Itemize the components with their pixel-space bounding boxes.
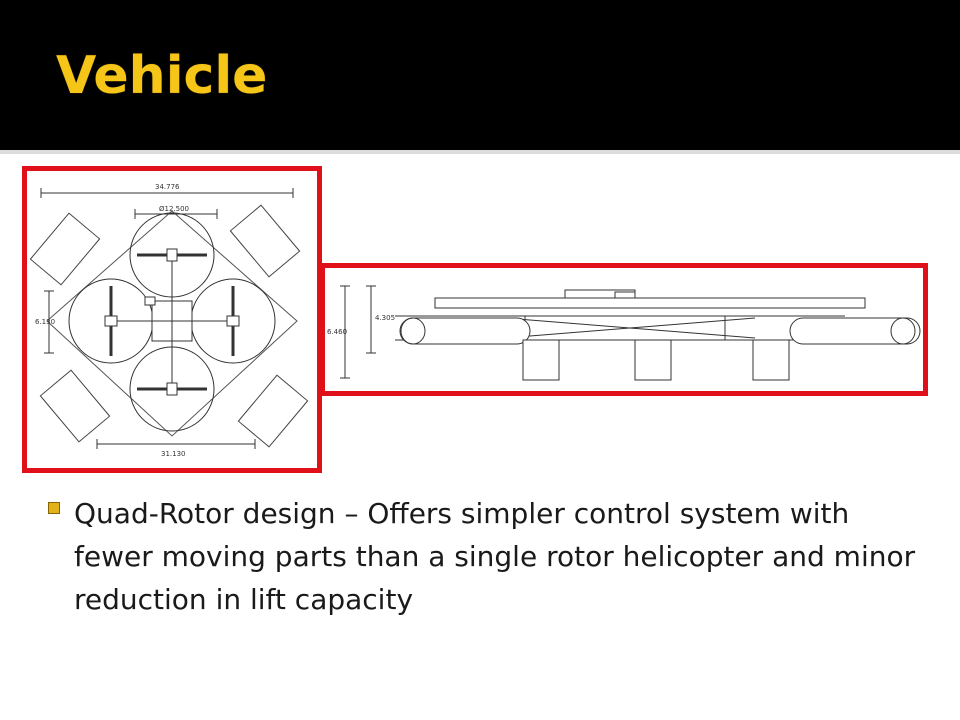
bullet-text: Quad-Rotor design – Offers simpler contr… [74, 497, 916, 616]
title-band: Vehicle [0, 0, 960, 150]
dim-rotor-diameter: Ø12.500 [159, 205, 189, 213]
top-view-frame: 34.776 Ø12.500 6.130 31.130 [22, 166, 322, 473]
dim-left-height: 6.130 [35, 318, 55, 326]
side-view-frame: 4.305 6.460 [320, 263, 928, 396]
dim-outer-height: 6.460 [327, 328, 347, 336]
top-view-drawing: 34.776 Ø12.500 6.130 31.130 [29, 183, 309, 458]
dim-bottom-width: 31.130 [161, 450, 186, 458]
dim-overall-width: 34.776 [155, 183, 180, 191]
title-divider [0, 150, 960, 154]
side-view-drawing: 4.305 6.460 [327, 285, 921, 381]
dim-inner-height: 4.305 [375, 314, 395, 322]
bullet-square-icon [48, 502, 60, 514]
slide-title: Vehicle [56, 46, 268, 106]
